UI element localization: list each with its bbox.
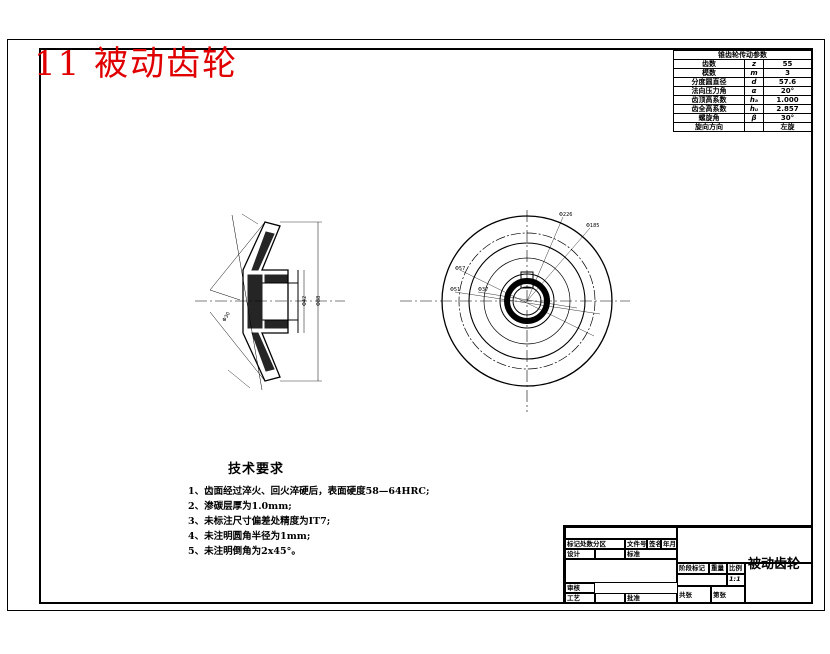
table-row: 旋向方向左旋 bbox=[673, 122, 812, 132]
front-view bbox=[400, 210, 630, 412]
dim-pitch-diameter: Φ185 bbox=[586, 223, 599, 229]
list-item: 3、未标注尺寸偏差处精度为IT7; bbox=[188, 516, 331, 527]
tb-stage: 阶段标记 bbox=[677, 563, 709, 574]
tb-right bbox=[745, 563, 812, 603]
drawing-border bbox=[39, 48, 813, 604]
tb-scale: 1:1 bbox=[727, 574, 745, 586]
dim-cone: Φ30 bbox=[222, 311, 232, 323]
dim-outer-diameter: Φ226 bbox=[559, 212, 572, 218]
dim-bore: Φ42 bbox=[302, 296, 308, 306]
drawing-title: 11 被动齿轮 bbox=[34, 44, 239, 84]
title-block: 标记处数分区 文件号 签名 年月日 设计 标准 审核 工艺 批准 阶段标记 重量… bbox=[563, 525, 812, 603]
tb-sheet-no: 第张 bbox=[711, 586, 745, 603]
list-item: 5、未注明倒角为2x45°。 bbox=[188, 546, 301, 557]
tb-std: 标准 bbox=[625, 549, 677, 559]
tb-approve: 批准 bbox=[625, 593, 677, 603]
dim-bore-diameter: Φ37 bbox=[478, 287, 488, 293]
dim-web-diameter: Φ51 bbox=[450, 287, 460, 293]
tb-blank bbox=[595, 549, 625, 559]
list-item: 2、渗碳层厚为1.0mm; bbox=[188, 501, 292, 512]
section-view bbox=[195, 213, 345, 391]
tb-doc-no: 文件号 bbox=[625, 539, 647, 549]
tb-review: 审核 bbox=[565, 583, 595, 593]
tb-middle bbox=[565, 559, 677, 583]
tb-date: 年月日 bbox=[661, 539, 677, 549]
tb-blank bbox=[677, 574, 727, 586]
tb-scale-label: 比例 bbox=[727, 563, 745, 574]
tb-sheets: 共张 bbox=[677, 586, 711, 603]
dim-outer-section: Φ88 bbox=[316, 296, 322, 306]
tb-blank bbox=[595, 593, 625, 603]
tb-process: 工艺 bbox=[565, 593, 595, 603]
part-name: 被动齿轮 bbox=[748, 557, 801, 572]
tb-name-area bbox=[677, 527, 812, 563]
sheet-outer-border bbox=[7, 39, 825, 611]
list-item: 4、未注明圆角半径为1mm; bbox=[188, 531, 311, 542]
tech-req-title: 技术要求 bbox=[228, 462, 285, 477]
tb-sign: 签名 bbox=[647, 539, 661, 549]
tb-weight: 重量 bbox=[709, 563, 727, 574]
dim-hub-diameter: Φ57 bbox=[455, 266, 465, 272]
param-table-title: 锥齿轮传动参数 bbox=[673, 50, 812, 60]
tb-design: 设计 bbox=[565, 549, 595, 559]
technical-requirements: 技术要求 1、齿面经过淬火、回火淬硬后，表面硬度58—64HRC; 2、渗碳层厚… bbox=[188, 458, 430, 560]
list-item: 1、齿面经过淬火、回火淬硬后，表面硬度58—64HRC; bbox=[188, 486, 430, 497]
tb-header-row bbox=[565, 527, 677, 539]
tb-mark: 标记处数分区 bbox=[565, 539, 625, 549]
